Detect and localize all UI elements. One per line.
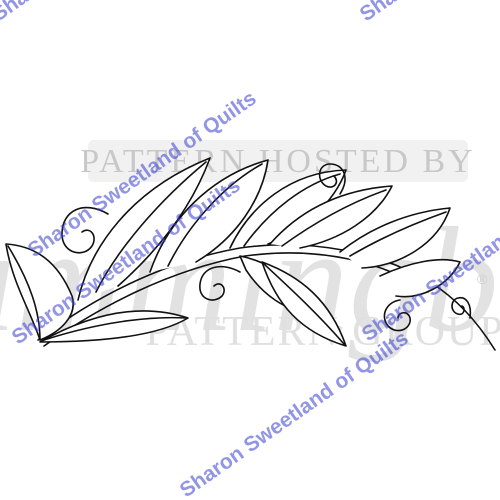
feather-vine-pattern <box>5 157 496 351</box>
leaf-lower-large <box>261 261 347 347</box>
feather-5-vein <box>349 211 447 257</box>
curl-lower-right <box>383 299 411 332</box>
diagonal-watermark-partial-left: Sha <box>0 0 33 26</box>
curl-far-right <box>451 296 472 319</box>
curl-top <box>318 163 346 195</box>
leaf-lower-large-vein <box>263 263 345 345</box>
feather-1-vein <box>95 161 207 293</box>
diagonal-watermark-partial-right: Sha <box>356 0 401 26</box>
leaf-lower-long-vein <box>43 316 187 341</box>
leaf-left-vein <box>7 245 41 341</box>
feather-5-right <box>339 207 451 269</box>
curl-center <box>199 265 241 301</box>
registered-mark: ® <box>477 271 488 287</box>
main-stem-inner <box>43 252 429 347</box>
curl-left <box>61 206 109 254</box>
hosted-by-text: PATTERN HOSTED BY <box>80 143 475 180</box>
feather-3-vein <box>243 173 341 247</box>
feather-4-vein <box>281 189 387 247</box>
leaf-left <box>5 243 74 341</box>
feather-6-right <box>379 258 461 298</box>
feather-2-vein <box>167 163 263 267</box>
